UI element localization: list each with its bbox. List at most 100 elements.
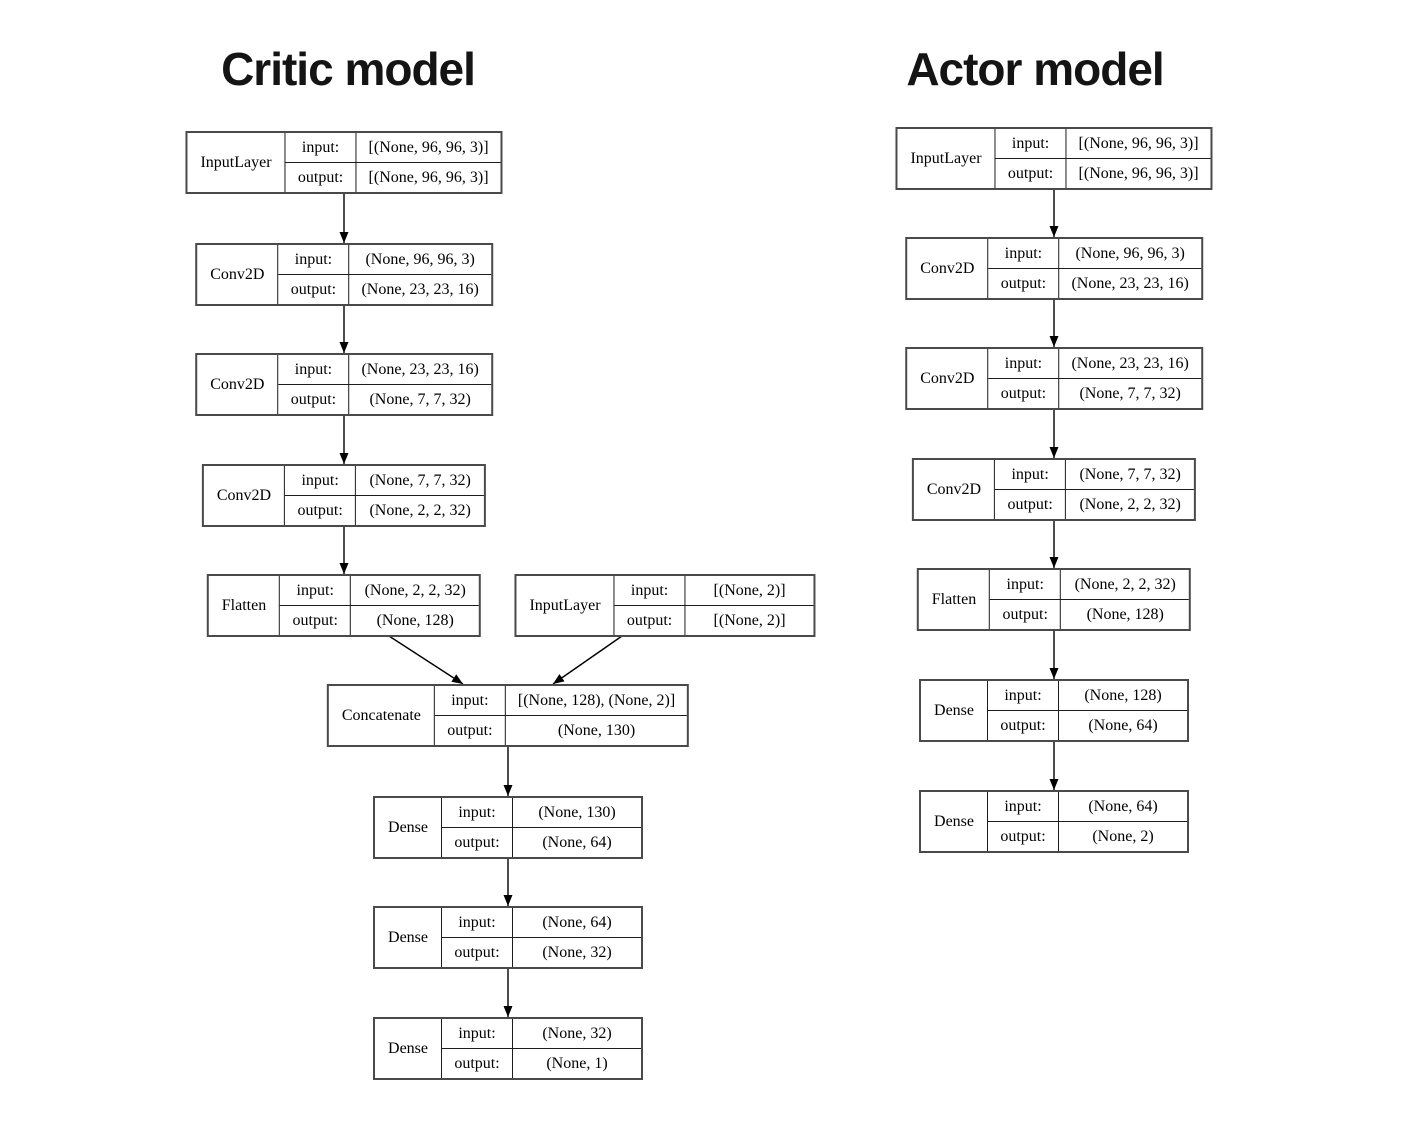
layer-type-label: Conv2D <box>907 349 989 408</box>
input-label: input: <box>442 798 513 827</box>
edge-arrow <box>552 635 623 685</box>
output-label: output: <box>442 1049 513 1078</box>
output-label: output: <box>286 163 357 192</box>
output-shape: (None, 2, 2, 32) <box>1079 495 1181 513</box>
output-shape: (None, 7, 7, 32) <box>369 390 471 408</box>
critic-flatten-node: Flatten input: (None, 2, 2, 32) output: … <box>206 574 482 637</box>
output-shape: (None, 2, 2, 32) <box>369 501 471 519</box>
actor-dense-node-2: Dense input: (None, 64) output: (None, 2… <box>919 790 1189 853</box>
layer-type-label: Conv2D <box>197 245 279 304</box>
input-shape: (None, 128) <box>1084 686 1162 704</box>
input-label: input: <box>286 133 357 162</box>
input-label: input: <box>990 570 1062 599</box>
layer-type-label: Conv2D <box>907 239 989 298</box>
output-shape: (None, 23, 23, 16) <box>361 280 479 298</box>
input-label: input: <box>442 908 513 937</box>
input-shape: (None, 96, 96, 3) <box>1075 244 1185 262</box>
output-label: output: <box>278 385 350 414</box>
input-shape: (None, 96, 96, 3) <box>365 250 475 268</box>
output-label: output: <box>280 606 352 635</box>
output-shape: (None, 64) <box>1088 716 1158 734</box>
input-label: input: <box>278 245 350 274</box>
layer-type-label: Dense <box>375 1019 442 1078</box>
input-shape: (None, 2, 2, 32) <box>1074 575 1176 593</box>
input-shape: (None, 32) <box>542 1024 612 1042</box>
input-shape: (None, 23, 23, 16) <box>361 360 479 378</box>
output-shape: (None, 2) <box>1092 827 1154 845</box>
layer-type-label: Dense <box>921 681 988 740</box>
critic-conv2d-node-2: Conv2D input: (None, 23, 23, 16) output:… <box>195 353 493 416</box>
output-shape: [(None, 2)] <box>713 611 786 629</box>
input-label: input: <box>995 460 1067 489</box>
input-shape: (None, 7, 7, 32) <box>369 471 471 489</box>
input-label: input: <box>280 576 352 605</box>
input-shape: [(None, 96, 96, 3)] <box>368 138 489 156</box>
actor-inputlayer-node: InputLayer input: [(None, 96, 96, 3)] ou… <box>895 127 1213 190</box>
input-label: input: <box>442 1019 513 1048</box>
actor-model-title: Actor model <box>906 43 1164 95</box>
input-label: input: <box>278 355 350 384</box>
input-shape: [(None, 2)] <box>713 581 786 599</box>
critic-inputlayer-node-2: InputLayer input: [(None, 2)] output: [(… <box>514 574 816 637</box>
output-shape: (None, 130) <box>557 721 636 739</box>
actor-conv2d-node-1: Conv2D input: (None, 96, 96, 3) output: … <box>905 237 1203 300</box>
critic-conv2d-node-3: Conv2D input: (None, 7, 7, 32) output: (… <box>201 464 487 527</box>
actor-conv2d-node-3: Conv2D input: (None, 7, 7, 32) output: (… <box>911 458 1197 521</box>
input-label: input: <box>988 792 1059 821</box>
output-shape: (None, 7, 7, 32) <box>1079 384 1181 402</box>
input-shape: (None, 7, 7, 32) <box>1079 465 1181 483</box>
output-shape: (None, 1) <box>546 1054 608 1072</box>
input-shape: (None, 2, 2, 32) <box>364 581 466 599</box>
layer-type-label: Flatten <box>919 570 991 629</box>
output-label: output: <box>442 828 513 857</box>
input-shape: (None, 64) <box>542 913 612 931</box>
output-shape: (None, 128) <box>376 611 454 629</box>
actor-flatten-node: Flatten input: (None, 2, 2, 32) output: … <box>916 568 1192 631</box>
input-shape: [(None, 96, 96, 3)] <box>1078 134 1199 152</box>
output-shape: (None, 23, 23, 16) <box>1071 274 1189 292</box>
output-label: output: <box>990 600 1062 629</box>
layer-type-label: Dense <box>375 908 442 967</box>
output-label: output: <box>278 275 350 304</box>
input-label: input: <box>285 466 357 495</box>
output-shape: (None, 32) <box>542 943 612 961</box>
critic-dense-node-3: Dense input: (None, 32) output: (None, 1… <box>373 1017 643 1080</box>
critic-dense-node-1: Dense input: (None, 130) output: (None, … <box>373 796 643 859</box>
critic-concatenate-node: Concatenate input: [(None, 128), (None, … <box>326 684 690 747</box>
output-label: output: <box>615 606 686 635</box>
critic-inputlayer-node: InputLayer input: [(None, 96, 96, 3)] ou… <box>185 131 503 194</box>
layer-type-label: InputLayer <box>187 133 286 192</box>
layer-type-label: Conv2D <box>197 355 279 414</box>
output-label: output: <box>442 938 513 967</box>
output-shape: (None, 128) <box>1086 605 1164 623</box>
input-shape: (None, 23, 23, 16) <box>1071 354 1189 372</box>
input-label: input: <box>988 349 1060 378</box>
layer-type-label: Flatten <box>209 576 281 635</box>
output-label: output: <box>435 716 506 745</box>
layer-type-label: Conv2D <box>204 466 286 525</box>
critic-conv2d-node-1: Conv2D input: (None, 96, 96, 3) output: … <box>195 243 493 306</box>
output-label: output: <box>988 269 1060 298</box>
input-label: input: <box>988 239 1060 268</box>
edge-arrow <box>388 635 464 685</box>
critic-dense-node-2: Dense input: (None, 64) output: (None, 3… <box>373 906 643 969</box>
input-label: input: <box>435 686 506 715</box>
layer-type-label: Dense <box>921 792 988 851</box>
output-label: output: <box>988 711 1059 740</box>
actor-conv2d-node-2: Conv2D input: (None, 23, 23, 16) output:… <box>905 347 1203 410</box>
input-shape: (None, 64) <box>1088 797 1158 815</box>
input-shape: [(None, 128), (None, 2)] <box>517 691 676 709</box>
layer-type-label: InputLayer <box>897 129 996 188</box>
actor-dense-node-1: Dense input: (None, 128) output: (None, … <box>919 679 1189 742</box>
input-label: input: <box>615 576 686 605</box>
output-shape: [(None, 96, 96, 3)] <box>1078 164 1199 182</box>
layer-type-label: Concatenate <box>329 686 435 745</box>
output-label: output: <box>996 159 1067 188</box>
output-shape: [(None, 96, 96, 3)] <box>368 168 489 186</box>
layer-type-label: Conv2D <box>914 460 996 519</box>
layer-type-label: Dense <box>375 798 442 857</box>
output-label: output: <box>988 822 1059 851</box>
input-label: input: <box>996 129 1067 158</box>
output-label: output: <box>995 490 1067 519</box>
